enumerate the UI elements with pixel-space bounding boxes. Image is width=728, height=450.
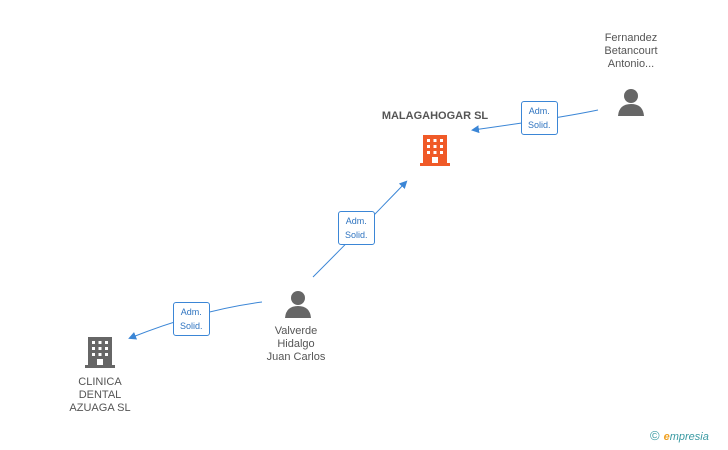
- node-person-fernandez[interactable]: Fernandez Betancourt Antonio...: [590, 32, 672, 71]
- badge-line-2: Solid.: [528, 120, 551, 130]
- company-name: CLINICA DENTAL AZUAGA SL: [69, 376, 131, 414]
- node-company-malagahogar[interactable]: MALAGAHOGAR SL: [362, 110, 508, 122]
- copyright-icon: ©: [650, 428, 660, 443]
- badge-line-1: Adm.: [180, 307, 202, 317]
- edge-badge[interactable]: Adm. Solid.: [338, 211, 375, 245]
- node-company-clinica[interactable]: CLINICA DENTAL AZUAGA SL: [55, 376, 145, 415]
- edge-badge[interactable]: Adm. Solid.: [173, 302, 210, 336]
- building-icon[interactable]: [420, 133, 450, 167]
- building-icon[interactable]: [85, 335, 115, 369]
- person-icon[interactable]: [282, 290, 314, 320]
- brand-name: mpresia: [669, 431, 709, 443]
- brand-e: e: [663, 431, 670, 443]
- badge-line-1: Adm.: [528, 106, 550, 116]
- badge-line-1: Adm.: [345, 216, 367, 226]
- company-name: MALAGAHOGAR SL: [381, 110, 489, 122]
- person-name: Valverde Hidalgo Juan Carlos: [266, 325, 326, 363]
- brand-logo: ©empresia: [650, 428, 709, 443]
- node-person-valverde[interactable]: Valverde Hidalgo Juan Carlos: [250, 325, 342, 364]
- badge-line-2: Solid.: [345, 230, 368, 240]
- badge-line-2: Solid.: [180, 321, 203, 331]
- person-name: Fernandez Betancourt Antonio...: [604, 32, 658, 70]
- edge-badge[interactable]: Adm. Solid.: [521, 101, 558, 135]
- person-icon[interactable]: [615, 88, 647, 118]
